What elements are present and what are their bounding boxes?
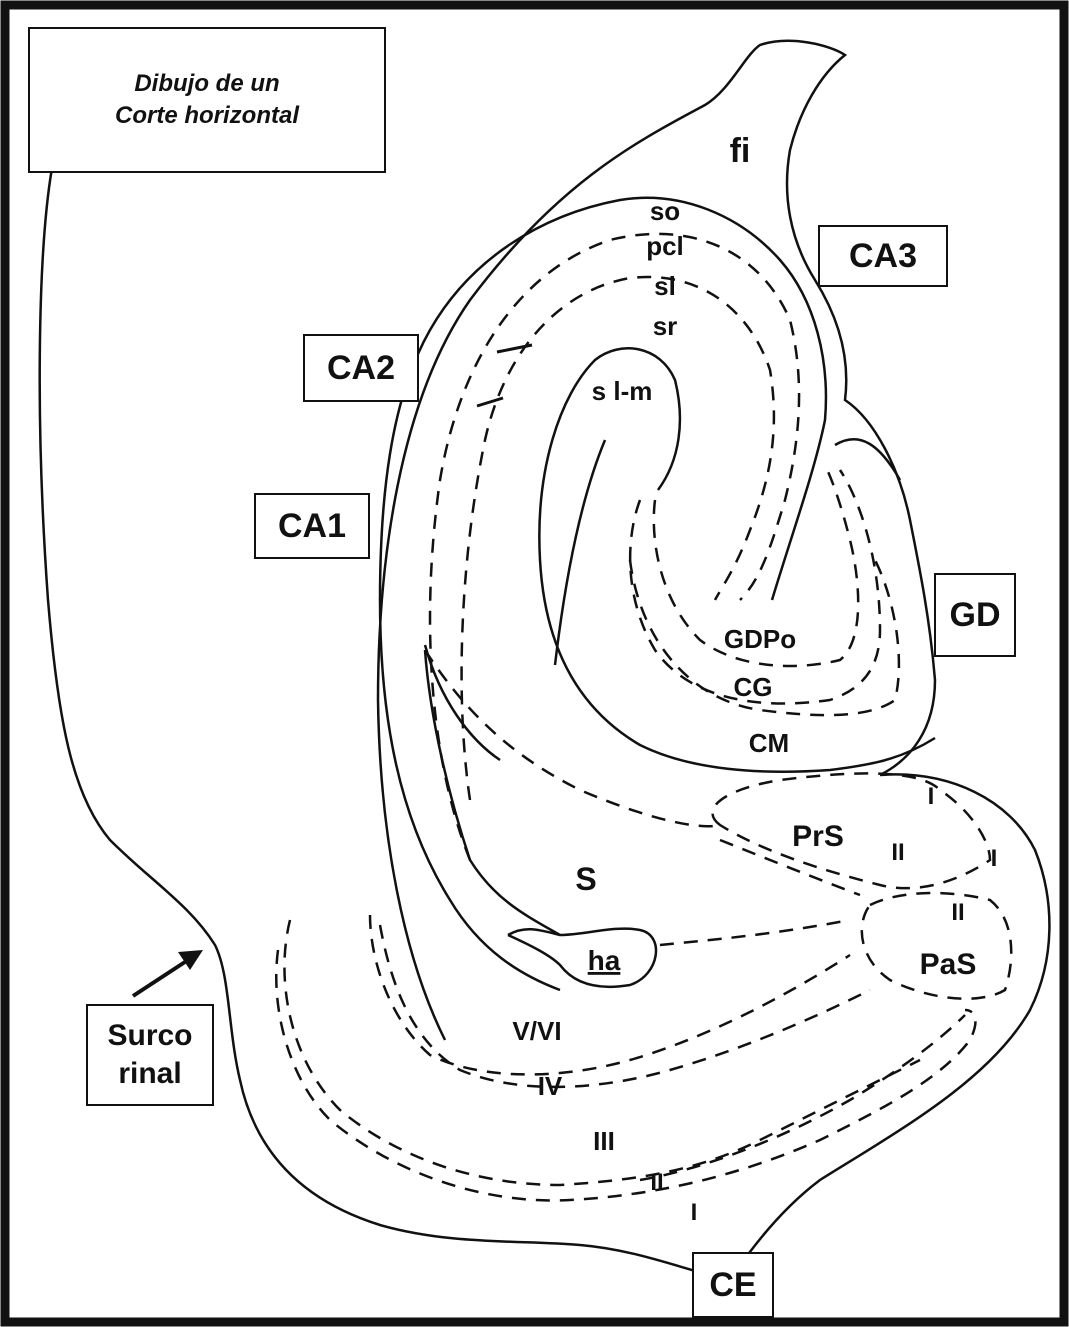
label-gdpo: GDPo <box>724 624 796 654</box>
region-label-ca2: CA2 <box>327 349 395 388</box>
label-prs-ii: II <box>891 839 904 866</box>
label-ii-ce: II <box>650 1169 663 1196</box>
hilus-stroke <box>555 440 605 665</box>
pcl-dashed-inner <box>462 277 774 800</box>
ce-dashed-vvi-outer <box>370 915 850 1074</box>
label-iv: IV <box>538 1071 563 1101</box>
region-label-ca3: CA3 <box>849 237 917 276</box>
label-pcl: pcl <box>646 231 684 261</box>
label-ha: ha <box>588 945 621 976</box>
region-label-gd: GD <box>950 596 1001 635</box>
subiculum-outer-contour <box>730 774 1049 1280</box>
label-so: so <box>650 196 680 226</box>
region-box-gd: GD <box>934 573 1016 657</box>
label-pas: PaS <box>920 948 977 981</box>
region-box-ca2: CA2 <box>303 334 419 402</box>
pas-dashed-outline <box>862 893 1011 999</box>
fimbria-contour <box>378 41 935 1040</box>
title-line-1: Dibujo de un <box>134 68 279 100</box>
ce-dashed-iii <box>276 950 975 1200</box>
region-box-ca3: CA3 <box>818 225 948 287</box>
region-label-ca1: CA1 <box>278 507 346 546</box>
hippocampus-inner-contour <box>380 198 826 990</box>
rhinal-sulcus-arrow <box>133 950 203 996</box>
ca2-boundary-tick-1 <box>497 345 532 352</box>
title-line-2: Corte horizontal <box>115 100 299 132</box>
outer-frame <box>5 5 1064 1322</box>
ce-dashed-iv <box>380 925 870 1087</box>
label-cm: CM <box>749 728 789 758</box>
label-sl: sl <box>654 271 676 301</box>
pcl-dashed-outer <box>430 234 799 860</box>
region-label-ce: CE <box>709 1266 756 1305</box>
ha-dashed-link <box>660 920 850 945</box>
label-pas-ii: II <box>951 899 964 926</box>
ce-dashed-ii <box>640 1015 965 1180</box>
label-prs: PrS <box>792 820 844 853</box>
prs-dashed-outline <box>713 773 991 888</box>
region-box-ca1: CA1 <box>254 493 370 559</box>
label-i-ce: I <box>691 1199 698 1226</box>
gd-dashed-1 <box>630 470 880 703</box>
label-sr: sr <box>653 311 678 341</box>
label-s: S <box>575 861 596 897</box>
label-cg: CG <box>734 672 773 702</box>
region-box-ce: CE <box>692 1252 774 1318</box>
fissure-ha <box>508 929 656 987</box>
label-iii: III <box>593 1126 615 1156</box>
label-fi: fi <box>730 132 751 170</box>
title-box: Dibujo de un Corte horizontal <box>28 27 386 173</box>
rhinal-sulcus-box: Surco rinal <box>86 1004 214 1106</box>
label-prs-i-top: I <box>928 783 935 810</box>
rhinal-sulcus-line-1: Surco <box>107 1017 192 1055</box>
label-vvi: V/VI <box>512 1016 561 1046</box>
ca2-boundary-tick-2 <box>477 398 503 406</box>
label-prs-i-right: I <box>991 845 998 872</box>
label-slm: s l-m <box>592 376 653 406</box>
rhinal-sulcus-line-2: rinal <box>118 1055 181 1093</box>
